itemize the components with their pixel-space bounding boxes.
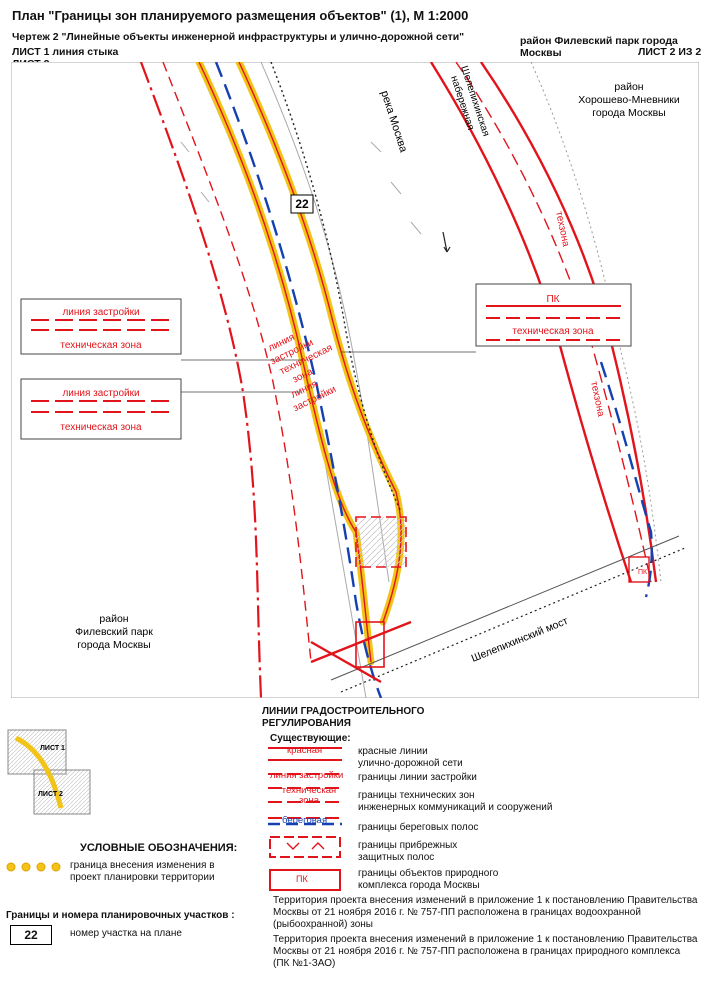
sample-tech-text: техническая зона — [281, 785, 337, 806]
pk-box-south — [355, 621, 385, 668]
change-boundary-text-1: граница внесения изменения в — [70, 860, 215, 871]
callout-3-line2: техническая зона — [512, 326, 594, 337]
change-boundary-dots-icon — [6, 862, 61, 872]
plot-number-box — [290, 194, 314, 214]
legend-item-6-text-2: комплекса города Москвы — [358, 880, 480, 891]
sample-shore-text: береговая — [282, 815, 328, 826]
protect-chevron-icon — [286, 842, 325, 850]
legend-samples-graphic — [268, 747, 342, 891]
pk-label-east: ПК — [638, 569, 648, 576]
inset-boundary — [14, 735, 64, 809]
note-2-line-3: (ПК №1-ЗАО) — [273, 958, 336, 969]
legend-item-1-text-2: улично-дорожной сети — [358, 758, 463, 769]
callout-box-1 — [20, 298, 182, 355]
legend-title-1: ЛИНИИ ГРАДОСТРОИТЕЛЬНОГО — [262, 706, 425, 717]
plots-title: Границы и номера планировочных участков … — [6, 910, 235, 921]
sheet-label-right: ЛИСТ 2 ИЗ 2 — [638, 46, 702, 58]
legend-item-5-text: границы прибрежных — [358, 840, 458, 851]
district-right-label-1: район — [614, 81, 643, 93]
sample-build-text: линия застройки — [270, 770, 344, 781]
legend-item-4-text: границы береговых полос — [358, 822, 479, 833]
plot-number-text: номер участка на плане — [70, 928, 182, 939]
district-left-label-1: район — [99, 613, 128, 625]
district-left-label-2: Филевский парк — [75, 626, 153, 638]
change-boundary-sample — [6, 860, 62, 872]
callout-3-line1: ПК — [546, 294, 559, 305]
sample-pk-text: ПК — [296, 874, 308, 884]
blue-shoreline-right — [599, 361, 653, 598]
callout-1-line2: техническая зона — [60, 340, 142, 351]
red-line-left-outer — [139, 62, 263, 698]
bridge-red-line-2 — [310, 640, 382, 684]
red-line-left-inner — [162, 62, 312, 663]
sheet-index-graphic: ЛИСТ 1 ЛИСТ 2 — [7, 729, 91, 815]
inset-sheet-1-label: ЛИСТ 1 — [40, 745, 65, 752]
legend-item-5-text-2: защитных полос — [358, 852, 435, 863]
plot-number: 22 — [295, 197, 309, 211]
district-left-label-3: города Москвы — [77, 639, 150, 651]
bridge-edge-2 — [340, 547, 686, 693]
callout-1-line1: линия застройки — [62, 307, 139, 318]
bridge-edge-1 — [330, 535, 680, 681]
north-arrow-icon — [442, 231, 451, 253]
legend-item-3-text-2: инженерных коммуникаций и сооружений — [358, 802, 553, 813]
note-1-line-3: (рыбоохранной) зоны — [273, 919, 373, 930]
map-canvas[interactable]: 22 река Москва Шелепихинская набережная … — [11, 62, 699, 698]
red-line-west — [198, 62, 372, 663]
legend-title-2: РЕГУЛИРОВАНИЯ — [262, 718, 351, 729]
district-right-label-3: города Москвы — [592, 107, 665, 119]
legend-samples — [262, 746, 350, 896]
legend-item-6-text: границы объектов природного — [358, 868, 499, 879]
note-2: Территория проекта внесения изменений в … — [273, 934, 698, 970]
map-title: План "Границы зон планируемого размещени… — [12, 8, 469, 23]
note-1: Территория проекта внесения изменений в … — [273, 895, 698, 931]
map-subtitle: Чертеж 2 "Линейные объекты инженерной ин… — [12, 31, 465, 43]
sample-protect-box — [269, 836, 341, 858]
legend-item-1-text: красные линии — [358, 746, 428, 757]
callout-2-line1: линия застройки — [62, 388, 139, 399]
pk-box-east — [628, 556, 650, 583]
note-2-line-2: Москвы от 21 ноября 2016 г. № 757-ПП рас… — [273, 946, 681, 957]
note-1-line-1: Территория проекта внесения изменений в … — [273, 895, 698, 906]
callout-box-2 — [20, 378, 182, 440]
sheet-label-1: ЛИСТ 1 линия стыка — [12, 46, 119, 58]
protection-zone-box — [355, 516, 407, 568]
change-boundary-text-2: проект планировки территории — [70, 872, 215, 883]
sample-red-text: красная — [287, 745, 323, 756]
sheet-index-inset: ЛИСТ 1 ЛИСТ 2 — [6, 728, 92, 816]
dotted-line — [270, 62, 402, 513]
legend-item-2-text: границы линии застройки — [358, 772, 477, 783]
sample-pk-box — [269, 869, 341, 891]
blue-shoreline-left — [214, 62, 383, 698]
callout-box-3 — [475, 283, 632, 347]
detail-marks — [180, 141, 422, 235]
note-1-line-2: Москвы от 21 ноября 2016 г. № 757-ПП рас… — [273, 907, 641, 918]
inset-sheet-2-label: ЛИСТ 2 — [38, 791, 63, 798]
district-right-label-2: Хорошево-Мневники — [578, 94, 680, 106]
conventions-title: УСЛОВНЫЕ ОБОЗНАЧЕНИЯ: — [80, 842, 238, 854]
note-2-line-1: Территория проекта внесения изменений в … — [273, 934, 698, 945]
legend-existing: Существующие: — [270, 733, 351, 744]
bridge-red-line — [310, 620, 412, 664]
plot-number-sample: 22 — [10, 925, 52, 945]
district-top-right: район Филевский парк города Москвы — [520, 35, 678, 59]
callout-2-line2: техническая зона — [60, 422, 142, 433]
gray-road-edge-2 — [260, 62, 390, 583]
legend-item-3-text: границы технических зон — [358, 790, 475, 801]
